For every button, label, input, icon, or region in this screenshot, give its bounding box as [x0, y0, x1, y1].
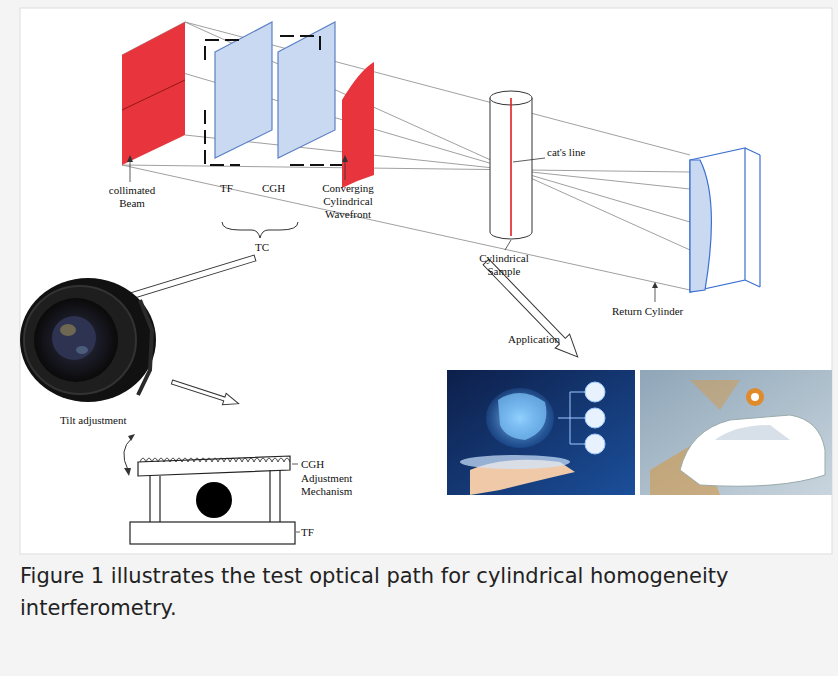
- arrow-label: Application: [508, 333, 572, 346]
- plate-label: TF: [220, 182, 240, 195]
- adjustment-label: Tilt adjustment: [60, 414, 160, 427]
- wavefront-label: Converging Cylindrical Wavefront: [312, 182, 384, 221]
- figure-caption: Figure 1 illustrates the test optical pa…: [20, 560, 820, 624]
- plate-label: CGH: [262, 182, 292, 195]
- part-label: TF: [301, 526, 331, 539]
- group-label: TC: [250, 241, 274, 254]
- part-label: Adjustment Mechanism: [301, 472, 365, 498]
- line-label: cat's line: [547, 146, 607, 159]
- beam-label: collimated Beam: [108, 184, 156, 210]
- sample-label: Cylindrical Sample: [474, 252, 534, 278]
- mirror-label: Return Cylinder: [612, 305, 702, 318]
- part-label: CGH: [301, 458, 341, 471]
